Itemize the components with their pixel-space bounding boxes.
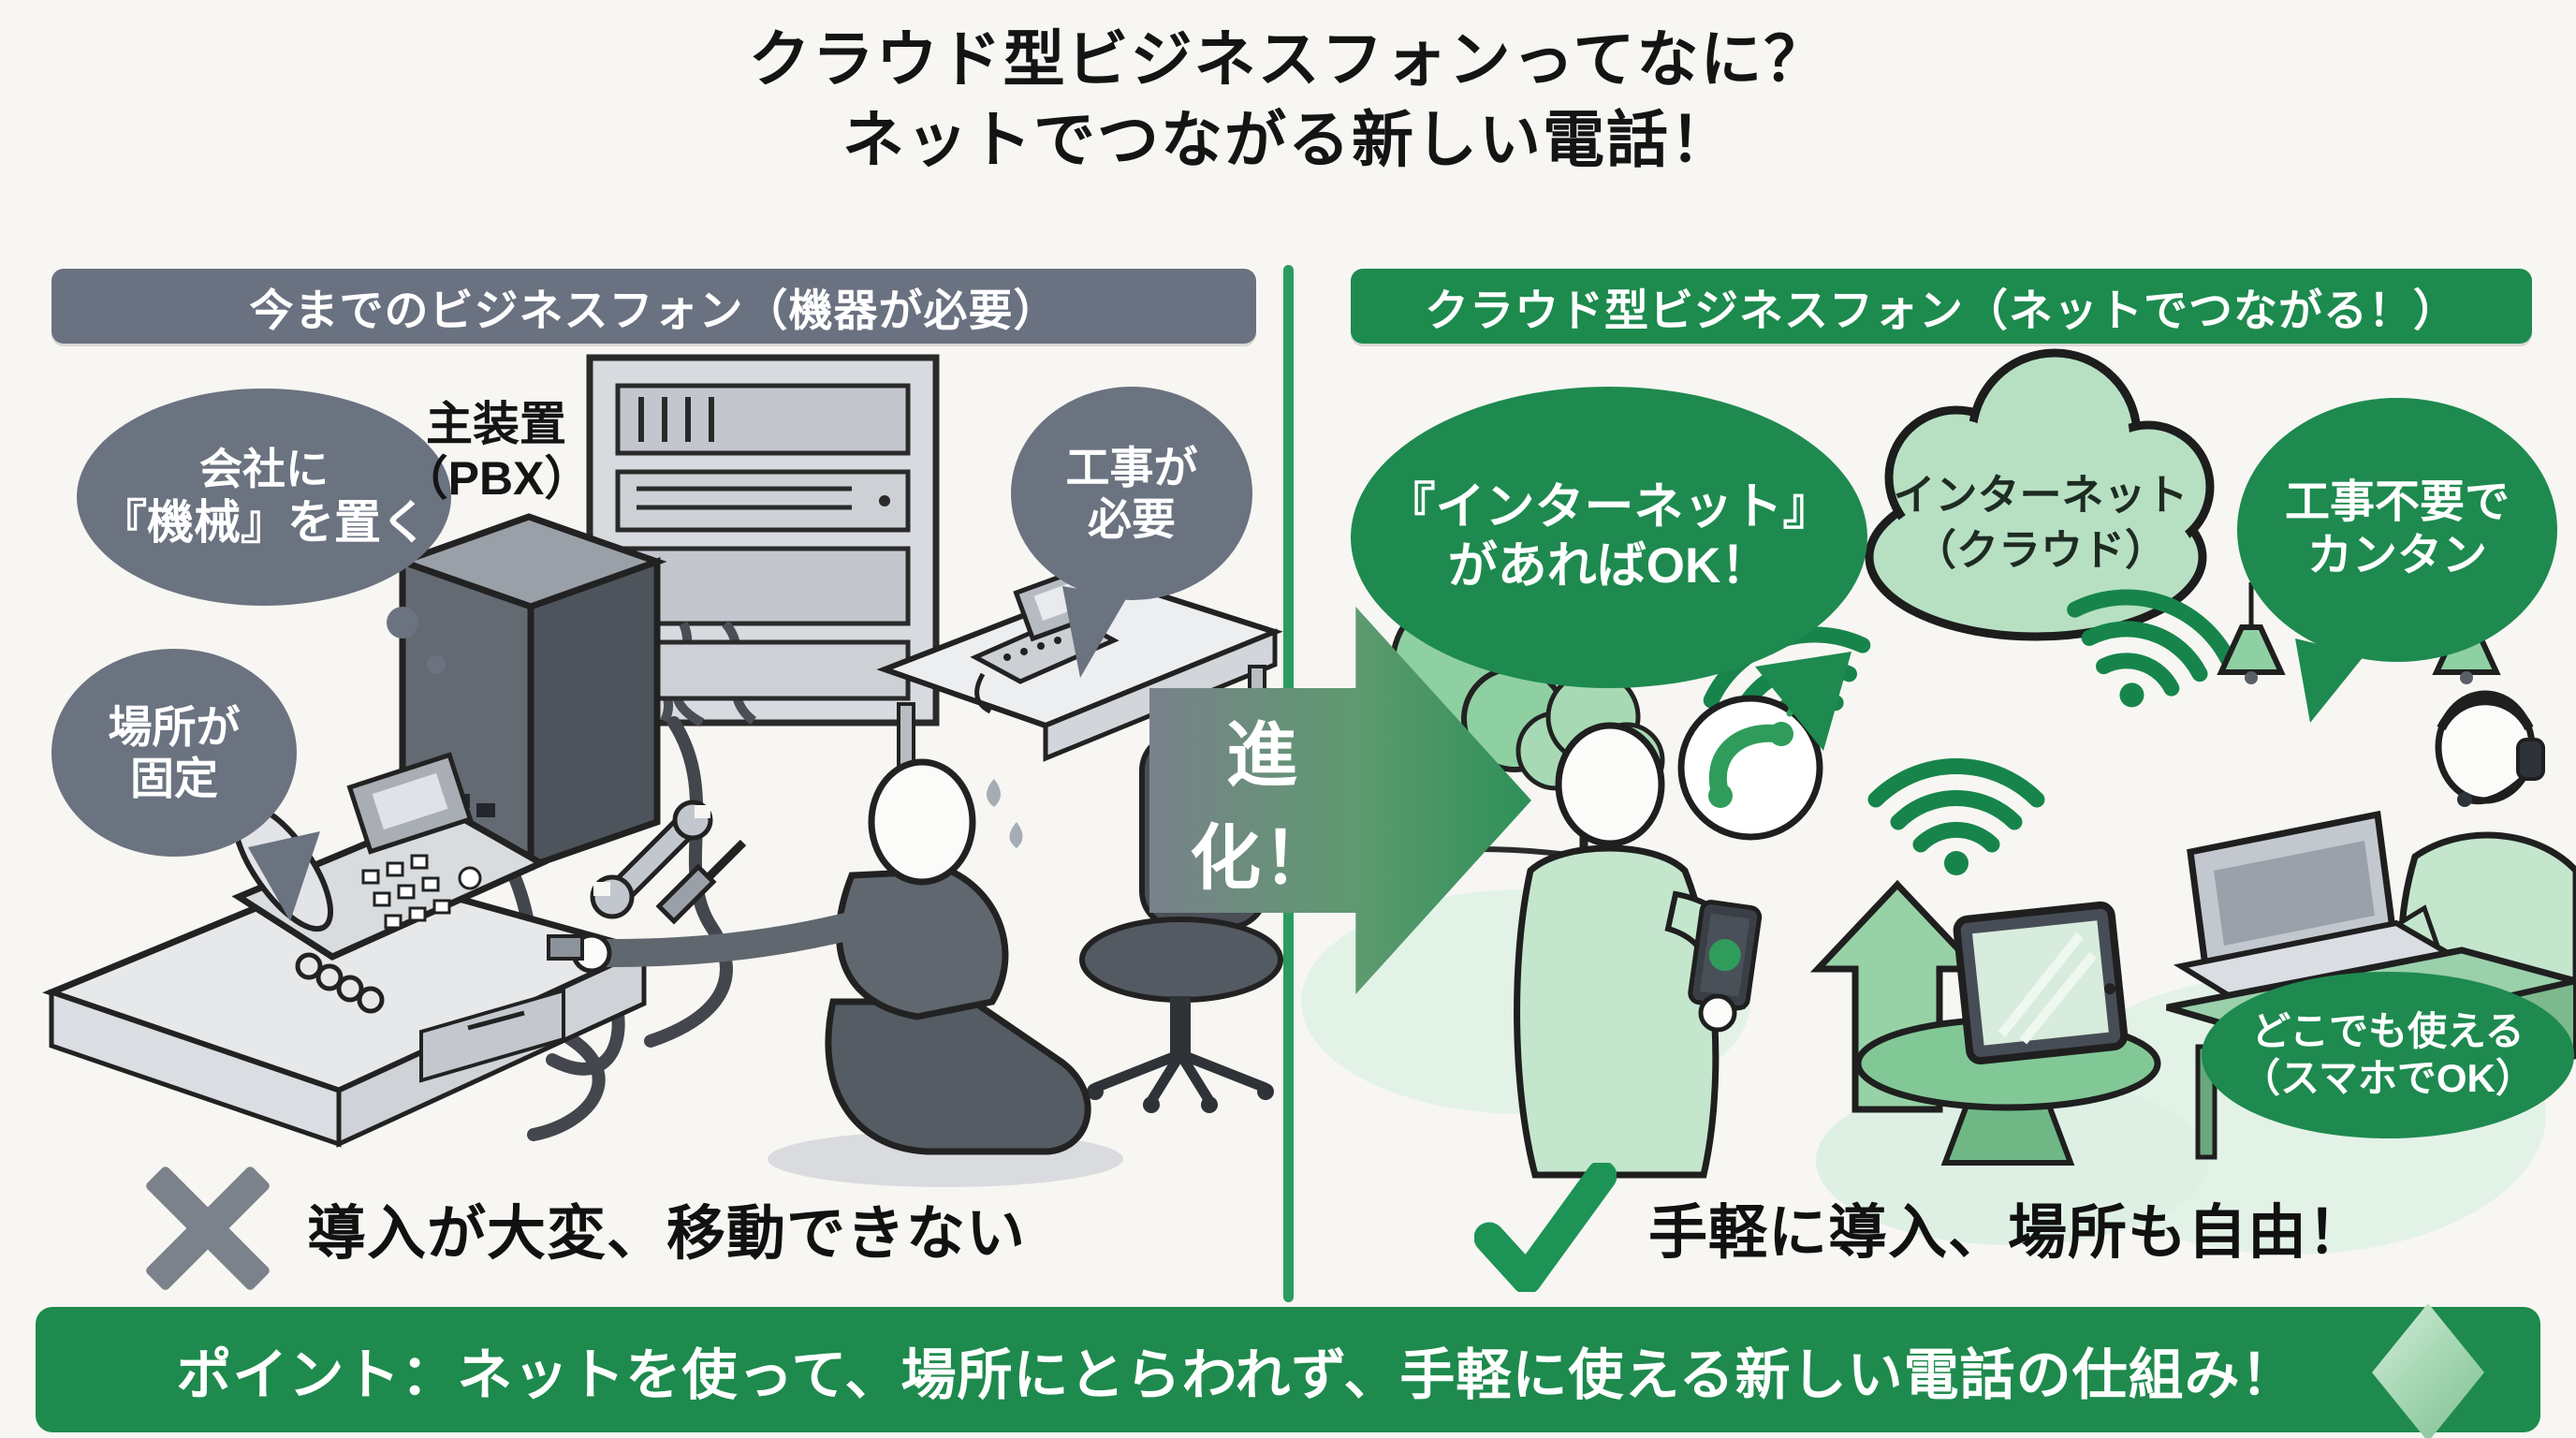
construction-bubble-tail [1062,586,1127,678]
point-bar: ポイント：ネットを使って、場所にとらわれず、手軽に使える新しい電話の仕組み！ [36,1307,2540,1432]
no-construction-line1: 工事不要で [2284,477,2510,528]
legacy-verdict: 導入が大変、移動できない [148,1163,1026,1294]
anywhere-line1: どこでも使える [2251,1009,2525,1054]
laptop-icon [2173,810,2463,1005]
smartphone-icon [1688,900,1763,1011]
internet-bubble-line1: 『インターネット』 [1385,479,1833,536]
right-panel-header-label: クラウド型ビジネスフォン（ネットでつながる！） [1425,285,2458,335]
cloud-verdict: 手軽に導入、場所も自由！ [1474,1159,2367,1296]
anywhere-line2: （スマホでOK） [2241,1056,2535,1100]
point-bar-text: ポイント：ネットを使って、場所にとらわれず、手軽に使える新しい電話の仕組み！ [176,1343,2297,1406]
construction-bubble-line1: 工事が [1065,442,1198,492]
pendant-lamp-icon [2217,582,2286,684]
page-title: クラウド型ビジネスフォンってなに？ ネットでつながる新しい電話！ [0,19,2576,180]
cloud-label-line2: （クラウド） [1913,525,2167,574]
cross-icon [148,1158,268,1299]
evolution-arrow-label: 進化！ [1190,716,1336,899]
location-bubble-line1: 場所が [108,701,241,752]
pbx-box-icon [392,513,667,903]
construction-needed-bubble: 工事が 必要 [1011,387,1252,600]
pbx-label: 主装置 （PBX） [393,398,599,506]
smartphone-user-icon [1514,722,1763,1179]
tablet-icon [1953,901,2129,1065]
location-fixed-bubble: 場所が 固定 [51,649,297,857]
title-line-2: ネットでつながる新しい電話！ [842,105,1734,174]
cloud-verdict-text: 手軽に導入、場所も自由！ [1648,1199,2367,1266]
location-bubble-tail [248,831,320,921]
cloud-label-line1: インターネット [1893,471,2188,519]
wrench-screwdriver-icon [590,800,747,925]
kneeling-worker-icon [547,758,1123,1187]
cloud-label: インターネット （クラウド） [1886,468,2195,578]
pbx-label-line1: 主装置 [426,398,566,450]
construction-bubble-line2: 必要 [1088,494,1176,544]
left-panel-header-label: 今までのビジネスフォン（機器が必要） [249,285,1059,335]
location-bubble-line2: 固定 [130,754,218,803]
check-icon [1474,1163,1617,1292]
internet-bubble-tail [1755,652,1852,751]
legacy-phone-scene [42,354,1283,1187]
no-construction-bubble: 工事不要で カンタン [2237,398,2557,662]
thought-dots [387,607,446,674]
wifi-icon [1867,758,2045,875]
cloud-phone-scene [1301,348,2576,1255]
pbx-label-line2: （PBX） [401,451,592,505]
wifi-icon [2067,589,2236,708]
internet-ok-bubble: 『インターネット』 があればOK！ [1351,387,1867,688]
title-line-1: クラウド型ビジネスフォンってなに？ [748,24,1828,94]
left-panel-header: 今までのビジネスフォン（機器が必要） [51,269,1256,344]
company-thought-bubble: 会社に 『機械』を置く [77,389,451,606]
legacy-verdict-text: 導入が大変、移動できない [307,1200,1026,1267]
no-construction-bubble-tail [2295,638,2364,723]
internet-bubble-line2: があればOK！ [1447,538,1771,594]
use-anywhere-bubble: どこでも使える （スマホでOK） [2202,972,2574,1138]
right-panel-header: クラウド型ビジネスフォン（ネットでつながる！） [1351,269,2532,344]
company-bubble-line1: 会社に [199,445,329,494]
no-construction-line2: カンタン [2306,531,2487,580]
company-bubble-line2: 『機械』を置く [100,495,428,549]
